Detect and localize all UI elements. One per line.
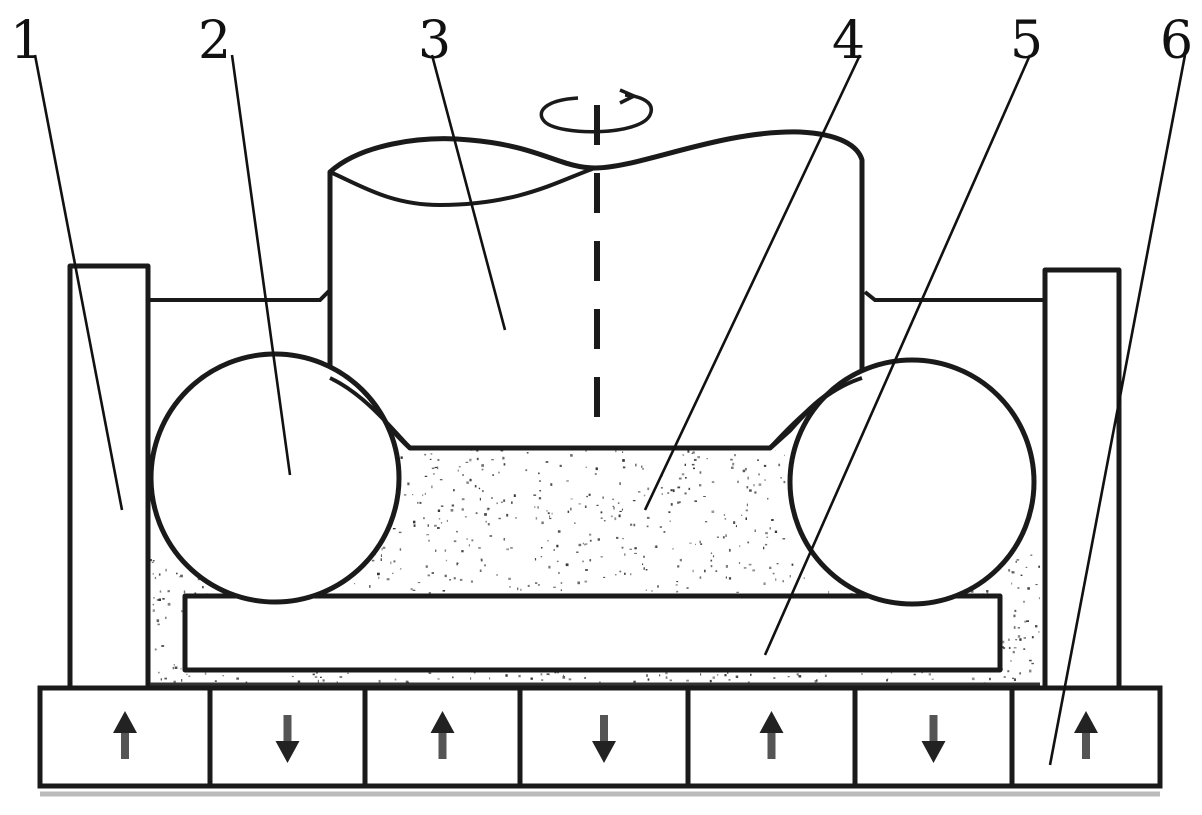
magnet-array <box>37 685 1163 789</box>
callout-4: 4 <box>832 11 865 71</box>
callout-5: 5 <box>1010 11 1043 71</box>
callout-6: 6 <box>1160 11 1193 71</box>
leader-line-4 <box>643 54 862 511</box>
magnet-arrow-down-icon <box>921 715 946 763</box>
left-container-wall <box>67 263 151 691</box>
callout-labels: 1 2 3 4 5 6 <box>10 11 1193 71</box>
left-roller <box>148 351 402 605</box>
magnet-arrow-up-icon <box>759 711 784 759</box>
tool-left-contact <box>329 376 412 450</box>
magnet-arrow-up-icon <box>113 711 137 759</box>
magnet-arrow-up-icon <box>1074 711 1098 759</box>
right-level-line <box>863 290 1045 302</box>
magnet-arrow-down-icon <box>275 715 300 763</box>
leader-lines <box>33 54 1187 766</box>
leader-line-5 <box>763 54 1032 656</box>
magnet-arrow-up-icon <box>430 711 455 759</box>
rotation-arrow-icon <box>539 88 653 134</box>
callout-3: 3 <box>418 11 451 71</box>
left-level-line <box>148 288 332 302</box>
right-roller <box>787 357 1037 607</box>
leader-line-3 <box>430 54 507 331</box>
callout-1: 1 <box>10 11 43 71</box>
leader-line-6 <box>1048 54 1187 766</box>
callout-2: 2 <box>198 11 231 71</box>
right-container-wall <box>1042 267 1122 691</box>
tool-right-contact <box>768 376 863 450</box>
leader-line-2 <box>230 54 292 476</box>
magnet-arrow-down-icon <box>592 715 616 763</box>
tool-top-face <box>329 166 596 208</box>
bottom-plate <box>182 593 1003 673</box>
leader-line-1 <box>33 54 124 511</box>
